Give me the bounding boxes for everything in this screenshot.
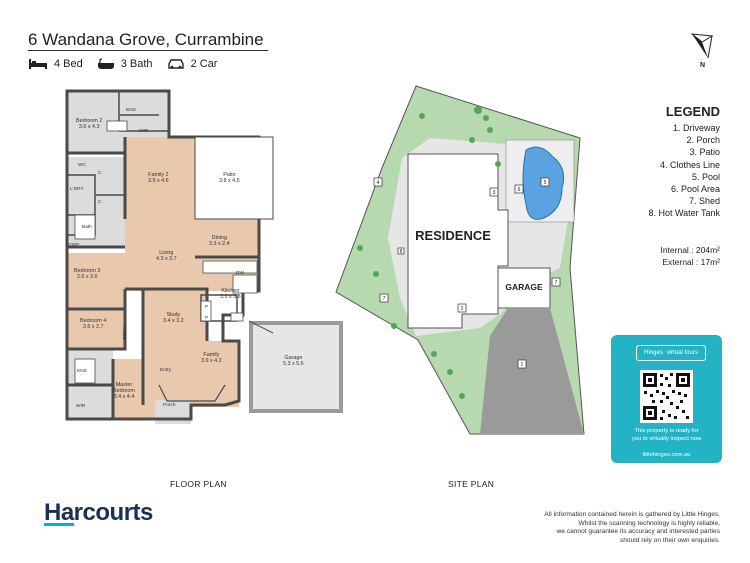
site-plan-caption: SITE PLAN [448, 479, 495, 489]
virtual-tour-text: This property is ready for you to virtua… [631, 428, 702, 442]
room-wc: WC [78, 163, 86, 168]
beds-label: 4 Bed [54, 58, 83, 70]
qr-code[interactable] [640, 370, 693, 423]
room-porch: Porch [163, 403, 176, 408]
legend-item: 7. Shed [688, 196, 720, 207]
kitchen-counter [232, 274, 258, 294]
north-arrow-icon [690, 33, 714, 59]
marker-shed-b: 7 [555, 280, 558, 286]
bay-window [158, 384, 226, 402]
tour-brand-right: virtual tours [666, 350, 698, 356]
shrubs [357, 106, 501, 399]
feature-car: 2 Car [167, 58, 218, 70]
room-entry: Entry [160, 368, 172, 373]
room-dw: DW [236, 271, 244, 276]
property-features: 4 Bed 3 Bath 2 Car [28, 58, 231, 70]
driveway [480, 308, 584, 434]
marker-boxes [373, 177, 561, 369]
ensuite-shower [74, 358, 96, 384]
floor-plan [65, 89, 343, 424]
garage-footprint [497, 267, 551, 309]
vanity-top [106, 120, 128, 132]
room-p1: P [205, 305, 209, 310]
area-summary: Internal : 204m² External : 17m² [600, 244, 720, 268]
marker-pool-area: 6 [518, 187, 521, 193]
virtual-tour-logo: Hinges virtual tours [636, 345, 706, 361]
garage-door [248, 320, 274, 334]
room-c1: C [98, 171, 102, 176]
feature-bed: 4 Bed [28, 58, 83, 70]
room-c2: C [98, 200, 102, 205]
marker-porch: 2 [461, 306, 464, 312]
site-plan: 1 2 3 4 5 6 7 7 8 RESIDENCE GARAGE [335, 85, 585, 435]
garage-label: GARAGE [505, 282, 543, 292]
room-bath: Bath [82, 225, 92, 230]
virtual-tour-url[interactable]: littlehinges.com.au [642, 452, 691, 458]
bathtub [74, 214, 96, 240]
marker-pool: 5 [544, 180, 547, 186]
feature-bath: 3 Bath [97, 58, 153, 70]
legend-title: LEGEND [665, 104, 720, 119]
room-wir-bottom: WIR [76, 404, 86, 409]
car-icon [167, 59, 184, 69]
pantry [200, 300, 212, 322]
property-address: 6 Wandana Grove, Currambine [28, 30, 264, 49]
marker-clothes-line: 4 [377, 180, 380, 186]
room-ens-bottom: ENS [77, 369, 87, 374]
marker-labels: 1 2 3 4 5 6 7 7 8 [377, 180, 558, 368]
legend-item: 5. Pool [691, 171, 720, 182]
room-wir-top: WIR [139, 129, 149, 134]
qr-code-icon [643, 373, 690, 420]
internal-area: Internal : 204m² [660, 245, 720, 255]
room-ens-top: ENS [126, 108, 136, 113]
north-label: N [700, 62, 706, 69]
room-robe2: ROBE [120, 326, 126, 340]
harcourts-logo: Harcourts [44, 499, 153, 526]
bed-icon [29, 59, 47, 69]
floor-plan-caption: FLOOR PLAN [170, 479, 227, 489]
cars-label: 2 Car [190, 58, 218, 70]
legend: LEGEND 1. Driveway 2. Porch 3. Patio 4. … [600, 104, 720, 220]
room-p2: P [205, 316, 209, 321]
legend-item: 3. Patio [689, 147, 720, 158]
cooktop [230, 312, 244, 322]
legend-item: 8. Hot Water Tank [648, 208, 720, 219]
legend-item: 6. Pool Area [670, 184, 720, 195]
external-area: External : 17m² [662, 257, 720, 267]
address-underline [28, 50, 268, 51]
marker-driveway: 1 [521, 362, 524, 368]
marker-patio: 3 [493, 190, 496, 196]
legend-item: 4. Clothes Line [659, 159, 720, 170]
legend-item: 1. Driveway [672, 123, 720, 133]
baths-label: 3 Bath [120, 58, 153, 70]
room-ldry: L'DRY [70, 187, 84, 192]
harcourts-accent-bar [44, 523, 74, 526]
marker-shed-a: 7 [383, 296, 386, 302]
residence-label: RESIDENCE [415, 228, 491, 243]
marker-hot-water-tank: 8 [400, 249, 403, 255]
kitchen-bench [202, 260, 258, 274]
bathtub-icon [97, 58, 114, 69]
patio-area [194, 136, 274, 220]
disclaimer: All information contained herein is gath… [544, 511, 720, 544]
tour-brand-left: Hinges [644, 350, 663, 356]
legend-item: 2. Porch [686, 135, 720, 146]
room-robe1: ROBE [66, 243, 80, 248]
